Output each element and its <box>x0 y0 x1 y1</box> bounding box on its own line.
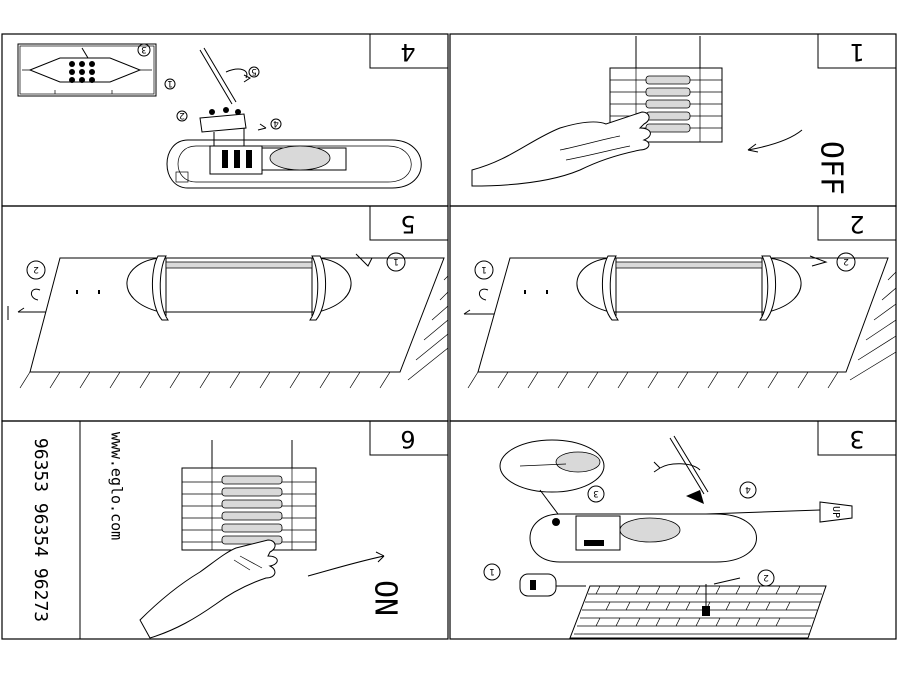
up-label: UP <box>830 506 841 518</box>
panel-grid <box>1 33 897 640</box>
callout-3-marker <box>137 43 151 57</box>
svg-text:2: 2 <box>843 256 849 266</box>
svg-text:4: 4 <box>745 484 751 494</box>
svg-text:3: 3 <box>593 488 599 498</box>
panel-step-1: 1 OFF <box>471 33 897 195</box>
svg-text:1: 1 <box>167 78 173 88</box>
svg-text:2: 2 <box>33 264 39 274</box>
svg-text:3: 3 <box>141 44 147 54</box>
on-label: ON <box>368 580 403 616</box>
panel-step-5: 5 2 1 <box>7 205 449 389</box>
svg-text:1: 1 <box>481 264 487 274</box>
off-label: OFF <box>814 141 849 195</box>
panel-step-6: 6 96353 96354 96273 www.eglo.com ON <box>1 420 449 640</box>
step-number-4: 4 <box>400 38 415 66</box>
panel-step-2: 2 1 2 <box>463 205 897 389</box>
step-number-3: 3 <box>849 425 864 453</box>
step-number-6: 6 <box>400 425 415 453</box>
svg-text:2: 2 <box>179 110 185 120</box>
step-number-2: 2 <box>849 210 864 238</box>
svg-text:4: 4 <box>273 118 279 128</box>
svg-text:2: 2 <box>763 572 769 582</box>
panel-step-3: 3 3 4 UP 1 <box>483 420 897 639</box>
svg-text:1: 1 <box>489 566 495 576</box>
terminal-block-detail <box>17 43 157 97</box>
website-url: www.eglo.com <box>108 432 126 540</box>
article-numbers: 96353 96354 96273 <box>30 438 51 622</box>
step-number-5: 5 <box>400 210 415 238</box>
svg-text:5: 5 <box>251 66 257 76</box>
step-number-1: 1 <box>849 38 864 66</box>
svg-text:1: 1 <box>393 256 399 266</box>
panel-step-4: 4 3 5 1 2 4 <box>17 33 449 189</box>
